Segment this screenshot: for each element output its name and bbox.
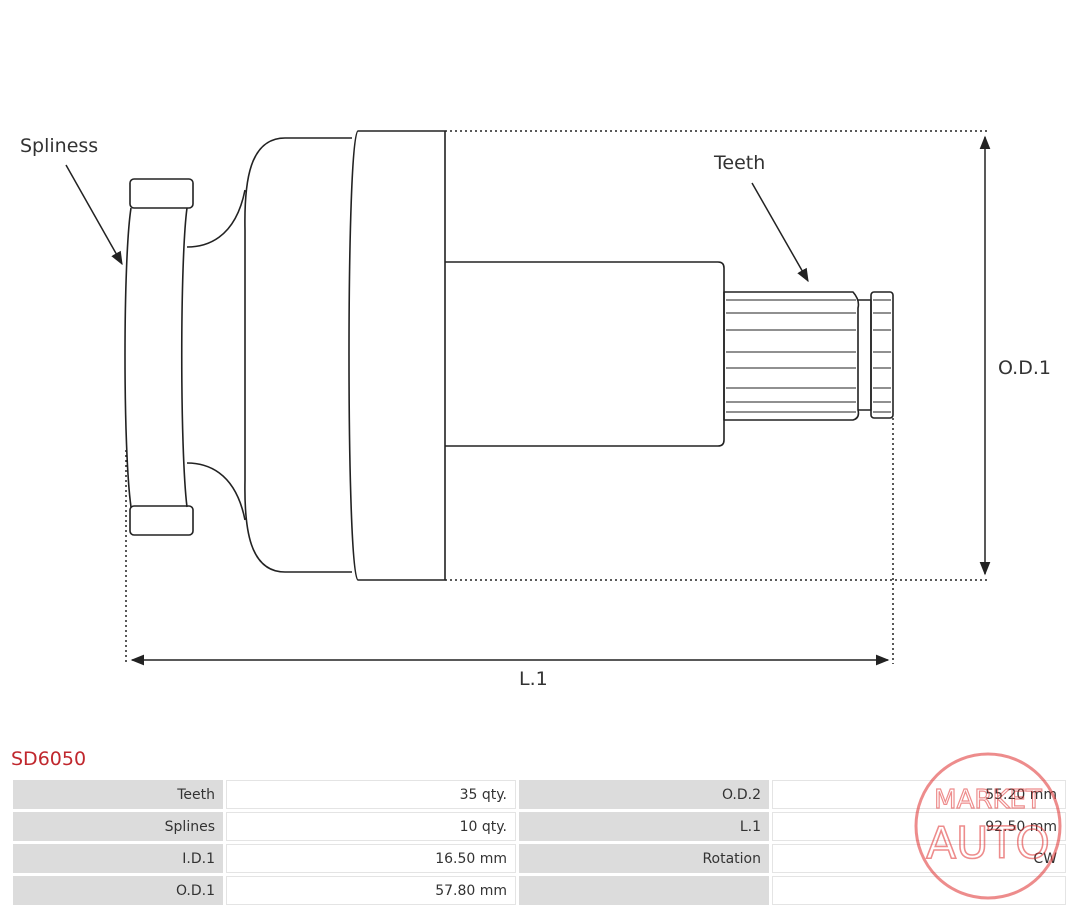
spec-value: 16.50 mm [226, 844, 516, 873]
spec-value: 92.50 mm [772, 812, 1066, 841]
table-row: Teeth 35 qty. O.D.2 55.20 mm [13, 780, 1066, 809]
dimension-arrows [65, 135, 991, 666]
watermark-ring [914, 752, 1062, 900]
gear-teeth [726, 299, 891, 413]
spec-value: 35 qty. [226, 780, 516, 809]
part-code: SD6050 [11, 748, 87, 770]
spec-table: Teeth 35 qty. O.D.2 55.20 mm Splines 10 … [10, 777, 1069, 908]
spec-value: 57.80 mm [226, 876, 516, 905]
neck-top [186, 189, 246, 248]
housing [348, 130, 446, 581]
collar-flange [124, 207, 132, 508]
collar-inner [180, 207, 188, 508]
table-row: I.D.1 16.50 mm Rotation CW [13, 844, 1066, 873]
starter-drive-diagram: Spliness Teeth O.D.1 L.1 [20, 130, 1051, 690]
l1-label: L.1 [519, 668, 548, 690]
shaft [445, 261, 725, 447]
teeth-label: Teeth [713, 152, 765, 174]
collar-tab-top [129, 178, 194, 209]
spec-key: Splines [13, 812, 223, 841]
pinion-end [870, 291, 894, 419]
pinion-groove [858, 299, 872, 411]
drive-outline [124, 130, 894, 581]
watermark-line1: MARKET [934, 785, 1042, 815]
od1-label: O.D.1 [998, 357, 1051, 379]
spec-key: L.1 [519, 812, 769, 841]
spec-key: Teeth [13, 780, 223, 809]
spliness-leader [65, 164, 123, 266]
collar-tab-bottom [129, 505, 194, 536]
spec-key: I.D.1 [13, 844, 223, 873]
spec-key: O.D.2 [519, 780, 769, 809]
teeth-leader [751, 182, 809, 283]
spec-value: 10 qty. [226, 812, 516, 841]
watermark-line2: AUTO [926, 818, 1050, 869]
spec-key [519, 876, 769, 905]
dimension-lines [125, 130, 990, 664]
neck-bottom [186, 462, 246, 521]
pinion [723, 291, 860, 421]
clutch-body [244, 137, 352, 573]
spec-key: Rotation [519, 844, 769, 873]
market-auto-watermark: MARKET AUTO [914, 752, 1062, 900]
table-row: Splines 10 qty. L.1 92.50 mm [13, 812, 1066, 841]
table-row: O.D.1 57.80 mm [13, 876, 1066, 905]
spliness-label: Spliness [20, 135, 98, 157]
spec-key: O.D.1 [13, 876, 223, 905]
